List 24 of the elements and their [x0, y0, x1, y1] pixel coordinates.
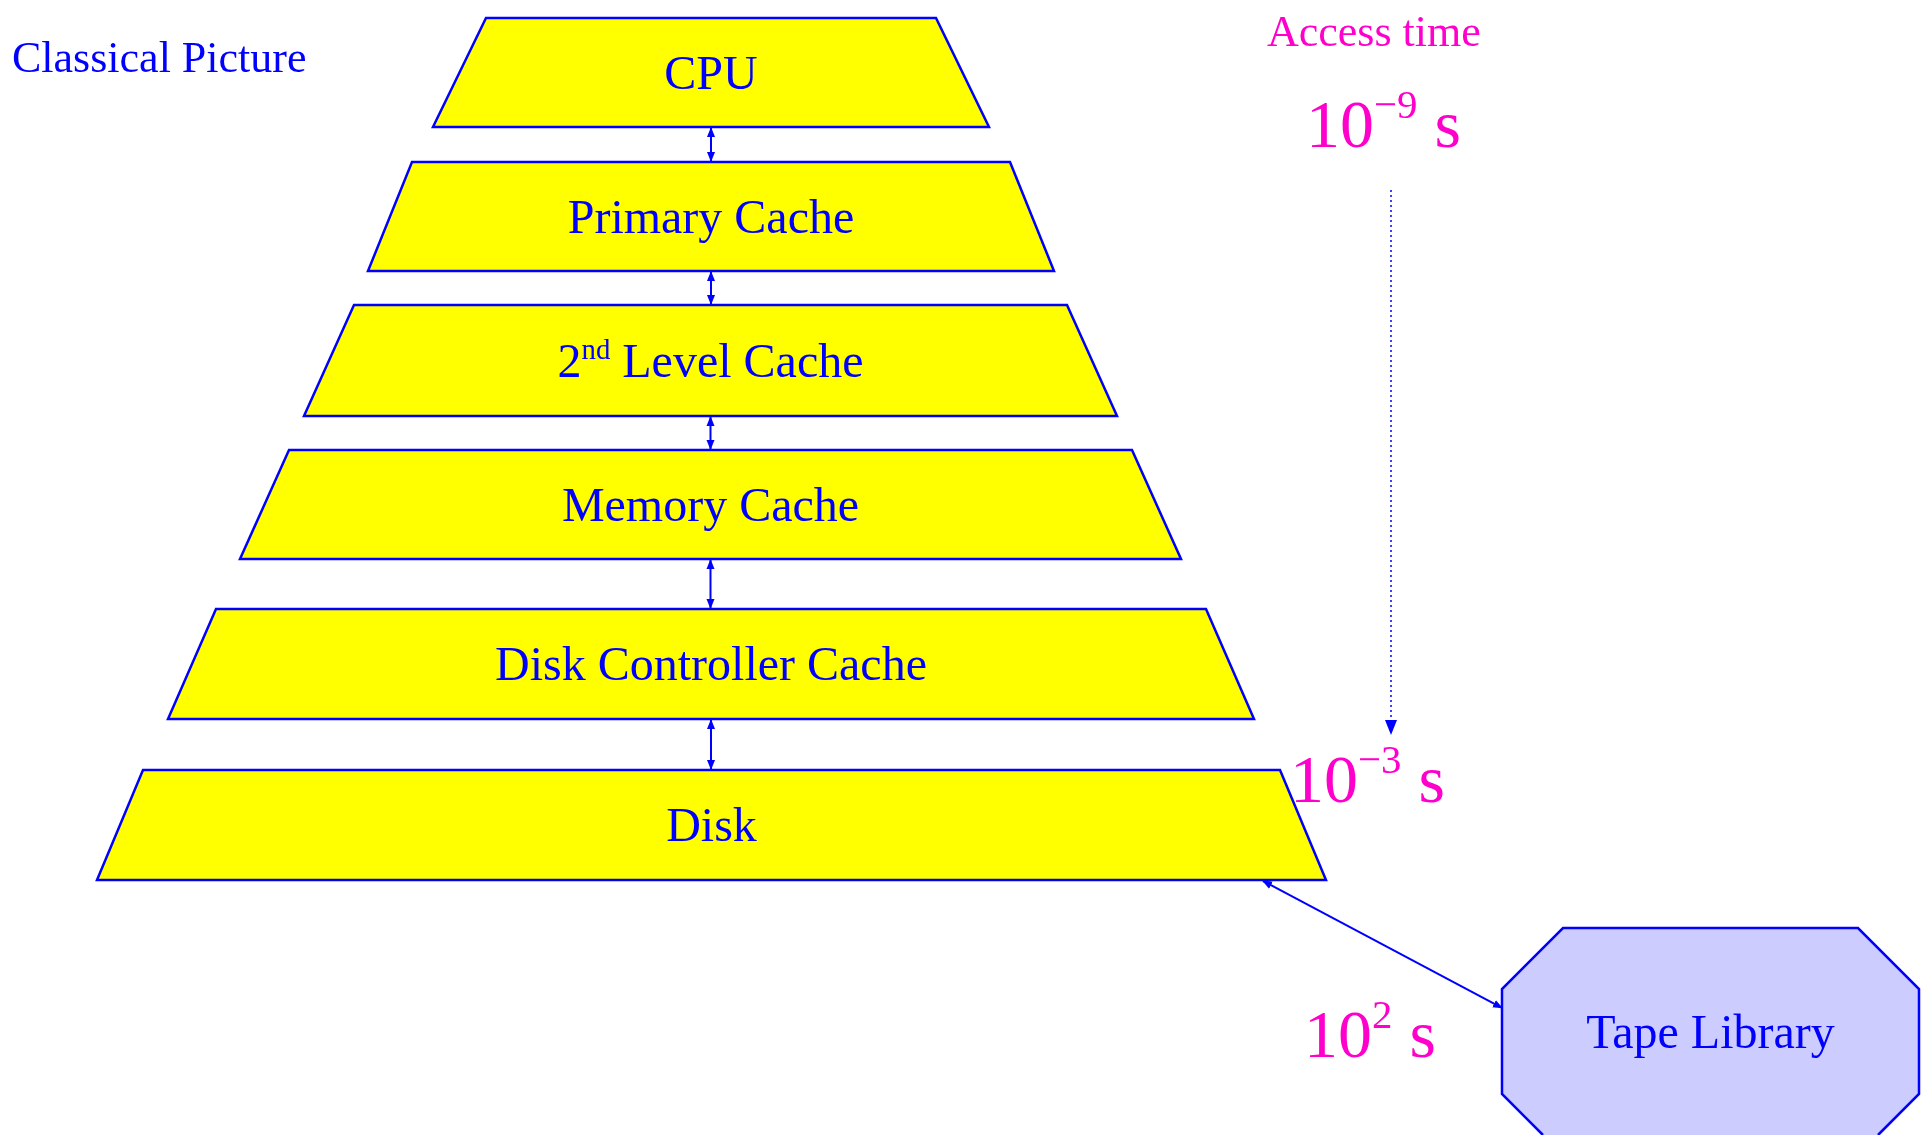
- trapezoid-box: [239, 449, 1182, 560]
- node-label: Disk: [666, 801, 757, 849]
- double-arrow: [706, 416, 715, 450]
- time-value: 10$^{−3}$ s: [1290, 745, 1445, 813]
- trapezoid-box: [167, 608, 1255, 720]
- node-label: Memory Cache: [561, 480, 860, 529]
- double-arrow: [707, 719, 715, 770]
- double-arrow: [706, 559, 715, 609]
- title: Classical Picture: [12, 36, 307, 80]
- time-value: 10$^{2}$ s: [1304, 1000, 1436, 1068]
- node-label: CPU: [664, 48, 758, 97]
- trapezoid-box: [303, 304, 1118, 417]
- axis-title: Access time: [1267, 10, 1481, 54]
- double-arrow: [707, 127, 715, 162]
- octagon-box: [1502, 928, 1919, 1135]
- time-value: 10$^{−9}$ s: [1306, 90, 1461, 158]
- double-arrow: [1262, 880, 1503, 1009]
- node-label: Tape Library: [1586, 1007, 1835, 1056]
- double-arrow: [707, 271, 715, 305]
- trapezoid-box: [432, 17, 990, 128]
- node-label: Primary Cache: [567, 192, 855, 241]
- node-label: Disk Controller Cache: [495, 640, 927, 688]
- trapezoid-box: [367, 161, 1055, 272]
- node-label: 2$^{nd}$ Level Cache: [557, 336, 864, 385]
